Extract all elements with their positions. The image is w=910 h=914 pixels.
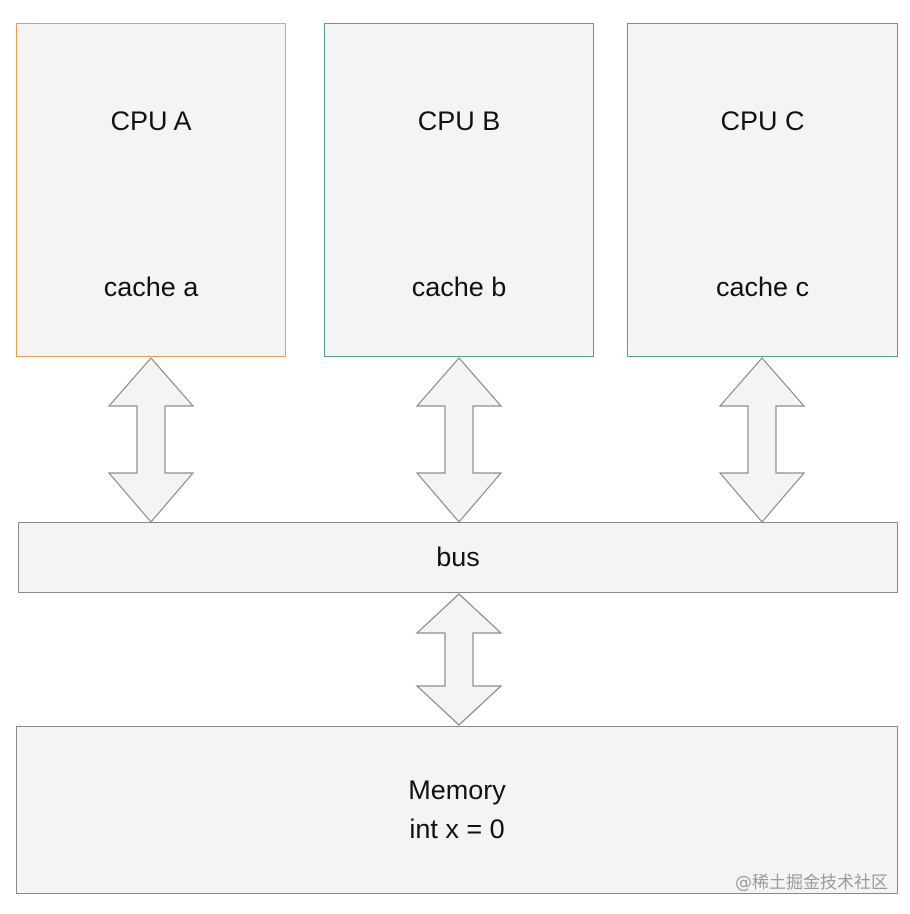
cpu-a-label: CPU A: [110, 106, 192, 136]
arrow-cpu-b-bus: [415, 357, 503, 523]
cache-c-box: cache c: [627, 219, 898, 357]
memory-box: Memory int x = 0: [16, 726, 898, 894]
arrow-cpu-a-bus: [107, 357, 195, 523]
cache-b-label: cache b: [411, 272, 507, 302]
cache-a-label: cache a: [103, 272, 199, 302]
memory-title: Memory: [408, 774, 506, 805]
bus-box: bus: [18, 522, 898, 593]
cache-c-label: cache c: [715, 272, 810, 302]
cpu-c-box: CPU C: [627, 23, 898, 220]
cache-a-box: cache a: [16, 219, 286, 357]
memory-value: int x = 0: [409, 814, 505, 844]
arrow-bus-memory: [415, 593, 503, 726]
cpu-c-label: CPU C: [720, 106, 805, 136]
cache-b-box: cache b: [324, 219, 594, 357]
arrow-cpu-c-bus: [718, 357, 806, 523]
cpu-a-box: CPU A: [16, 23, 286, 220]
bus-label: bus: [436, 542, 480, 572]
cpu-b-box: CPU B: [324, 23, 594, 220]
watermark-text: @稀土掘金技术社区: [735, 873, 888, 893]
cpu-b-label: CPU B: [417, 106, 501, 136]
